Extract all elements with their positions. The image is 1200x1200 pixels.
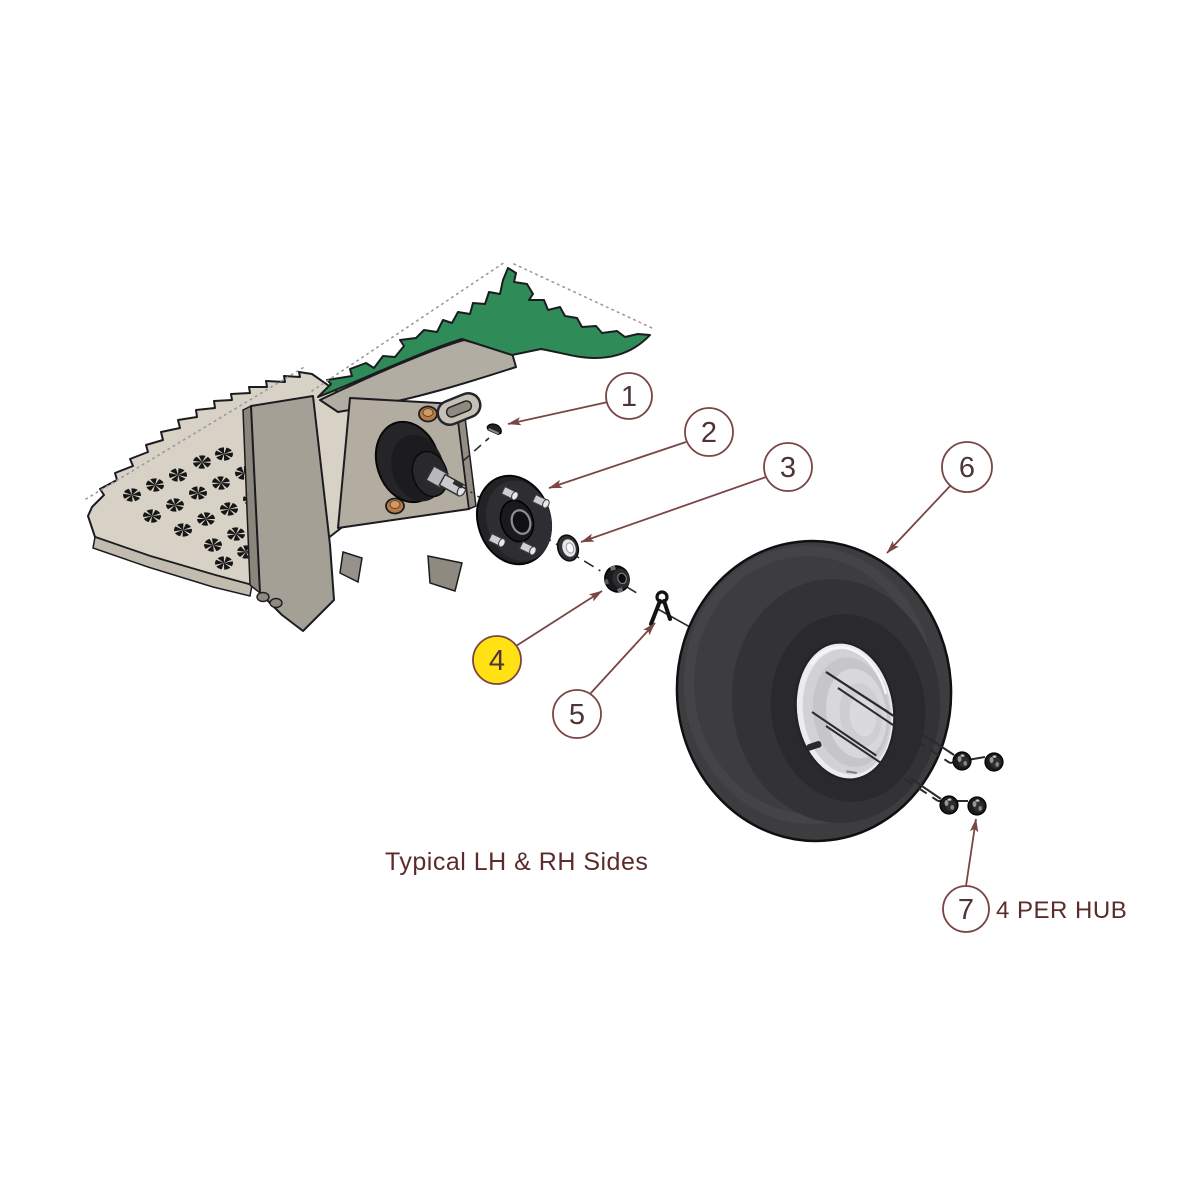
lug-nut-1 (952, 751, 972, 771)
lug-nut-2 (984, 752, 1004, 772)
callout-number-4: 4 (489, 645, 505, 677)
callout-number-6: 6 (959, 452, 975, 484)
gusset-bolt-2 (269, 597, 283, 609)
callout-4[interactable]: 4 (472, 635, 522, 685)
callout-1[interactable]: 1 (605, 372, 653, 420)
leader-lines (507, 401, 979, 887)
diagram-caption: Typical LH & RH Sides (385, 848, 648, 876)
handle-loop (436, 392, 482, 426)
callout-bubble-2[interactable] (684, 407, 734, 457)
callout-5[interactable]: 5 (552, 689, 602, 739)
wheel-hub (476, 474, 552, 566)
callout-7[interactable]: 7 (942, 885, 990, 933)
torn-edge-dots-plate (85, 365, 307, 500)
step-plate-edge (92, 536, 253, 597)
callout-bubble-4[interactable] (472, 635, 522, 685)
bracket-foot (427, 555, 463, 592)
hub-stud-2 (531, 493, 550, 509)
leader-line-1 (507, 401, 609, 426)
callout-bubble-6[interactable] (941, 441, 993, 493)
leader-line-5 (589, 622, 656, 695)
lug-nut-4 (967, 796, 987, 816)
rim-highlight (810, 646, 888, 695)
callout-bubble-3[interactable] (763, 442, 813, 492)
flat-washer (556, 534, 580, 562)
woodruff-key (486, 423, 502, 435)
callout-bubble-1[interactable] (605, 372, 653, 420)
callout-number-2: 2 (701, 417, 717, 449)
torn-edge-dots-fender-left (311, 261, 506, 392)
callout-2[interactable]: 2 (684, 407, 734, 457)
brass-bolt-top (418, 405, 438, 423)
callout-bubble-7[interactable] (942, 885, 990, 933)
leader-line-6 (886, 484, 952, 554)
callout-number-7: 7 (958, 894, 974, 926)
brass-bolt-bottom (385, 497, 405, 515)
fender (311, 261, 653, 398)
leader-line-7 (965, 818, 979, 887)
hub-stud-1 (500, 485, 519, 501)
callout-3[interactable]: 3 (763, 442, 813, 492)
rim-valve-slot (806, 741, 822, 751)
gusset-plate (242, 395, 335, 632)
hub-stud-4 (518, 540, 537, 556)
lug-nut-3 (939, 795, 959, 815)
bracket-top-band (319, 339, 517, 413)
callout-6[interactable]: 6 (941, 441, 993, 493)
rim-notch (846, 770, 857, 774)
gusset-bolt-1 (256, 591, 270, 603)
callout-bubble-5[interactable] (552, 689, 602, 739)
callout-number-3: 3 (780, 452, 796, 484)
callout-number-1: 1 (621, 381, 637, 413)
castle-nut-bore (617, 572, 627, 585)
torn-edge-dots-fender-right (513, 263, 653, 329)
cotter-pin (649, 590, 672, 626)
castle-nut (603, 565, 630, 593)
callout-number-5: 5 (569, 699, 585, 731)
wheel-rim (794, 641, 896, 781)
hub-stud-3 (487, 532, 506, 548)
leader-line-2 (548, 441, 687, 489)
callout-7-note: 4 PER HUB (996, 897, 1127, 924)
leader-line-4 (515, 590, 603, 647)
stud-lines (811, 671, 986, 802)
bracket-tab (339, 551, 363, 584)
hub-bore (510, 509, 532, 535)
leader-line-3 (580, 476, 767, 543)
